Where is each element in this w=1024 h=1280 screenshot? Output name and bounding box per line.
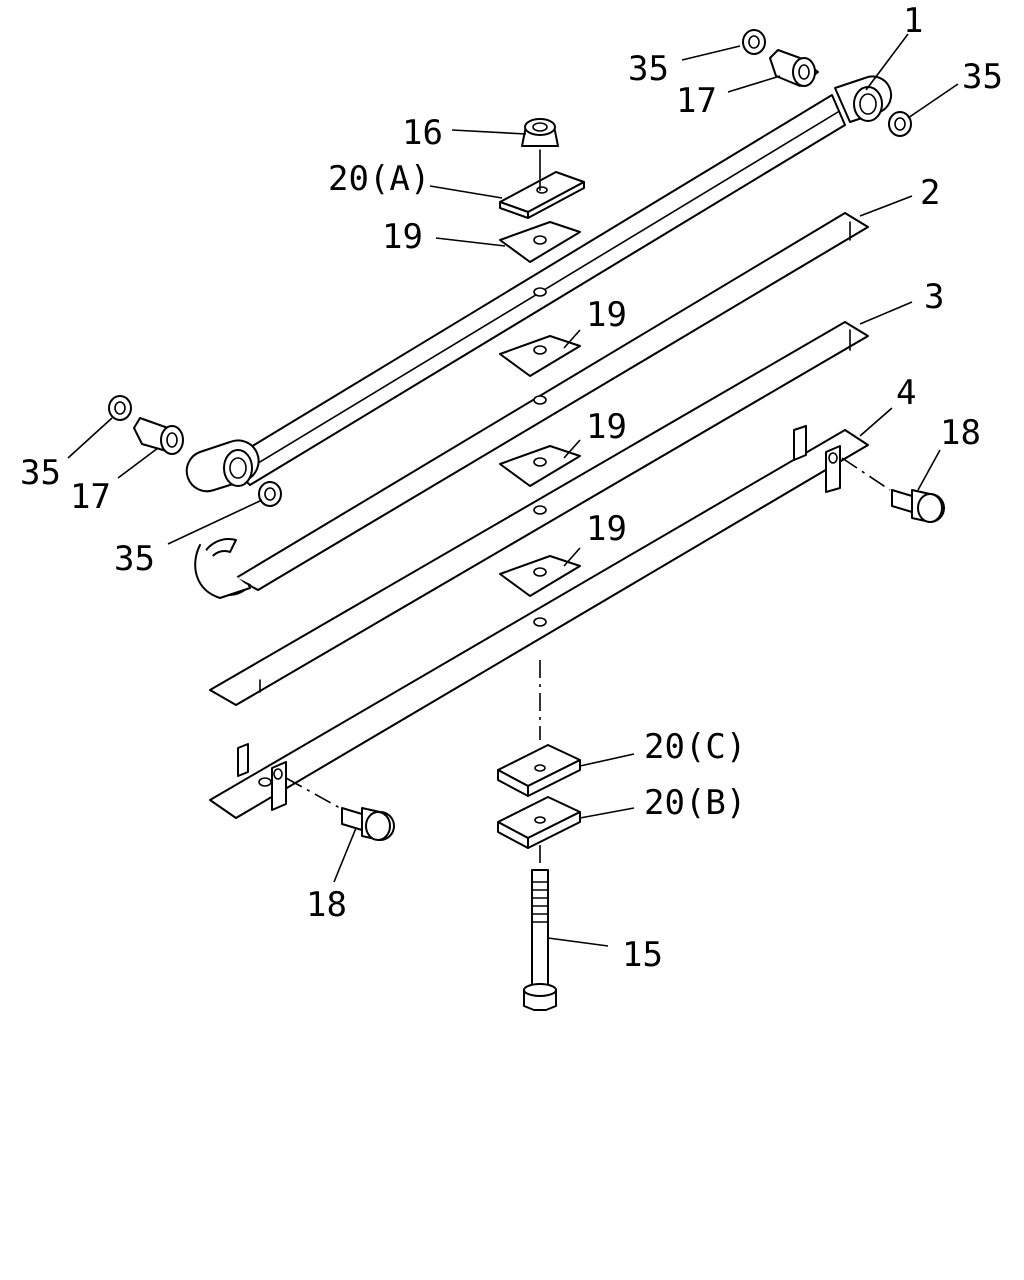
washer-35-top-right	[888, 111, 912, 137]
callout-1: 1	[903, 1, 923, 41]
callout-20a: 20(A)	[328, 159, 430, 199]
callout-20c: 20(C)	[644, 727, 746, 767]
washer-35-left	[108, 395, 132, 421]
callout-19-a: 19	[586, 295, 627, 335]
leader-lines	[67, 33, 959, 947]
nut-16	[521, 118, 559, 147]
bushing-17-left	[133, 417, 184, 455]
callout-18-right: 18	[940, 413, 981, 453]
callout-2: 2	[920, 173, 940, 213]
callout-35-left-lower: 35	[114, 539, 155, 579]
leaf-2	[194, 212, 869, 599]
center-pad-19-a	[499, 335, 581, 377]
plate-20a	[499, 171, 585, 219]
bushing-17-top	[769, 49, 819, 87]
washer-35-left-lower	[258, 481, 282, 507]
callout-19-b: 19	[586, 407, 627, 447]
clip-bolt-18-left	[341, 807, 395, 841]
callout-35-top-right: 35	[962, 57, 1003, 97]
callout-4: 4	[896, 373, 916, 413]
callout-18-left: 18	[306, 885, 347, 925]
callout-19-c: 19	[586, 509, 627, 549]
callout-17-top: 17	[676, 81, 717, 121]
callout-35-left: 35	[20, 453, 61, 493]
washer-35-top-left	[742, 29, 766, 55]
leaf-4	[209, 425, 869, 819]
callout-19-top: 19	[382, 217, 423, 257]
main-leaf-1	[185, 75, 893, 493]
clip-bolt-18-right	[891, 489, 945, 523]
callout-17-left: 17	[70, 477, 111, 517]
plate-20b	[497, 796, 581, 849]
callout-20b: 20(B)	[644, 783, 746, 823]
plate-20c	[497, 744, 581, 797]
center-pad-19-b	[499, 445, 581, 487]
callout-15: 15	[622, 935, 663, 975]
leaf-3	[209, 321, 869, 706]
center-bolt-15	[523, 869, 557, 1011]
callout-35-top-left: 35	[628, 49, 669, 89]
center-pad-19-top	[499, 221, 581, 263]
callout-3: 3	[924, 277, 944, 317]
callout-16: 16	[402, 113, 443, 153]
center-pad-19-c	[499, 555, 581, 597]
